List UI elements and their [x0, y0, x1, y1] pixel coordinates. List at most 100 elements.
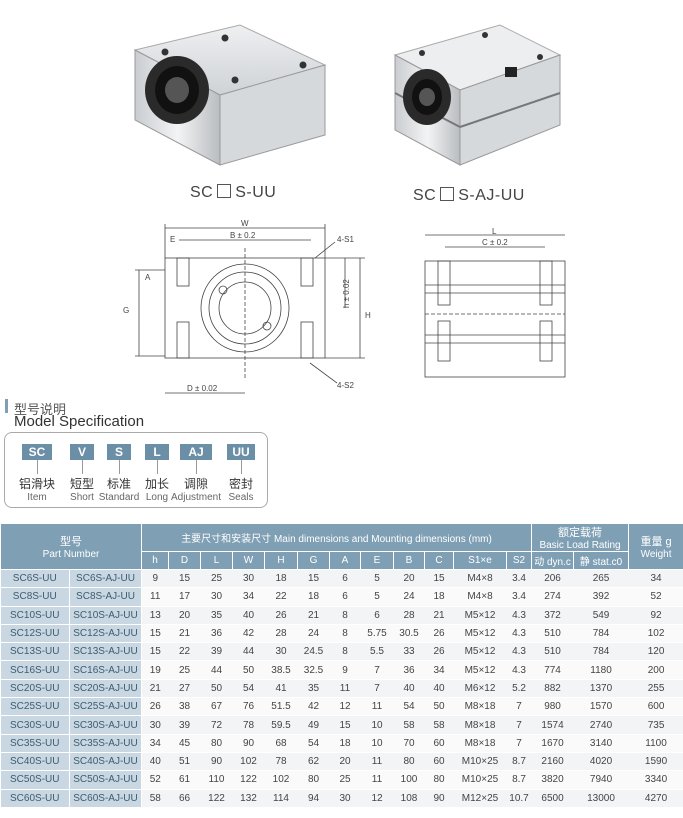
- table-cell: 28: [393, 606, 425, 625]
- spec-cn-short: 短型: [69, 477, 94, 491]
- table-cell: 132: [232, 789, 265, 808]
- table-cell: 50: [200, 679, 233, 699]
- table-cell: 68: [264, 734, 298, 753]
- col-c: C: [424, 551, 454, 570]
- table-cell: 9: [329, 660, 361, 680]
- table-cell: 45: [168, 734, 201, 753]
- spec-cn-standard: 标准: [106, 477, 131, 491]
- table-cell: 15: [141, 624, 169, 644]
- table-cell: 28: [264, 624, 298, 644]
- table-cell: 7: [506, 697, 532, 717]
- part-number-cell: SC10S-UU: [0, 606, 70, 625]
- part-number-cell: SC13S-AJ-UU: [69, 642, 142, 662]
- part-number-cell: SC30S-AJ-UU: [69, 715, 142, 735]
- table-cell: 7: [360, 679, 394, 699]
- table-cell: 2740: [573, 715, 629, 735]
- table-cell: 8.7: [506, 752, 532, 772]
- part-number-cell: SC6S-AJ-UU: [69, 569, 142, 589]
- table-cell: 110: [200, 770, 233, 790]
- table-cell: 62: [297, 752, 330, 772]
- spec-accent-bar: [5, 399, 8, 413]
- table-cell: 21: [424, 606, 454, 625]
- spec-cn-long: 加长: [144, 477, 169, 491]
- table-cell: 58: [141, 789, 169, 808]
- table-cell: M12×25: [453, 789, 507, 808]
- table-cell: M5×12: [453, 660, 507, 680]
- table-cell: 90: [200, 752, 233, 772]
- table-cell: 34: [141, 734, 169, 753]
- table-cell: 6: [329, 569, 361, 589]
- table-cell: 21: [168, 624, 201, 644]
- spec-tick: [119, 460, 120, 474]
- table-cell: 1180: [573, 660, 629, 680]
- spec-code-aj: AJ: [180, 444, 212, 460]
- spec-en-seals: Seals: [228, 492, 254, 503]
- part-number-cell: SC60S-AJ-UU: [69, 789, 142, 808]
- part-number-cell: SC8S-AJ-UU: [69, 587, 142, 607]
- table-cell: 50: [424, 697, 454, 717]
- table-cell: 80: [424, 770, 454, 790]
- table-cell: 26: [141, 697, 169, 717]
- table-cell: M5×12: [453, 606, 507, 625]
- table-cell: 11: [329, 679, 361, 699]
- table-cell: 8: [329, 642, 361, 662]
- weight-en: Weight: [640, 549, 672, 560]
- spec-cn-seals: 密封: [228, 477, 253, 491]
- table-cell: 18: [297, 587, 330, 607]
- table-cell: 1370: [573, 679, 629, 699]
- table-cell: 44: [232, 642, 265, 662]
- spec-code-v: V: [70, 444, 94, 460]
- load-rating-en: Basic Load Rating: [539, 540, 621, 551]
- table-cell: 1570: [573, 697, 629, 717]
- table-cell: 22: [168, 642, 201, 662]
- spec-tick: [82, 460, 83, 474]
- table-cell: 4020: [573, 752, 629, 772]
- caption-suffix: S-AJ-UU: [458, 187, 525, 204]
- side-view-drawing: L C ± 0.2: [424, 227, 566, 378]
- table-cell: 38.5: [264, 660, 298, 680]
- table-cell: 90: [424, 789, 454, 808]
- table-cell: 76: [232, 697, 265, 717]
- table-cell: M5×12: [453, 624, 507, 644]
- table-cell: 15: [297, 569, 330, 589]
- dim-h: H: [365, 311, 371, 320]
- part-number-cn: 型号: [60, 536, 82, 548]
- dimension-table: 型号 Part Number 主要尺寸和安装尺寸 Main dimensions…: [0, 523, 683, 808]
- load-rating-cn: 额定载荷: [558, 527, 603, 539]
- table-cell: 255: [628, 679, 683, 699]
- table-cell: 30: [264, 642, 298, 662]
- table-cell: 21: [141, 679, 169, 699]
- dim-s1: 4-S1: [337, 235, 354, 244]
- table-cell: 78: [232, 715, 265, 735]
- part-number-cell: SC16S-AJ-UU: [69, 660, 142, 680]
- table-cell: 784: [573, 624, 629, 644]
- part-number-cell: SC40S-UU: [0, 752, 70, 772]
- table-cell: 9: [141, 569, 169, 589]
- caption-prefix: SC: [413, 187, 437, 204]
- col-b: B: [393, 551, 425, 570]
- table-cell: 58: [393, 715, 425, 735]
- caption-suffix: S-UU: [235, 184, 277, 201]
- table-cell: 510: [531, 624, 574, 644]
- table-cell: 36: [200, 624, 233, 644]
- table-cell: 735: [628, 715, 683, 735]
- spec-frame: [4, 432, 268, 508]
- table-cell: 44: [200, 660, 233, 680]
- size-placeholder-box: [217, 184, 232, 198]
- col-e: E: [360, 551, 394, 570]
- spec-cn-adjustment: 调隙: [183, 477, 208, 491]
- table-cell: 10: [360, 734, 394, 753]
- part-number-cell: SC20S-AJ-UU: [69, 679, 142, 699]
- table-cell: 35: [297, 679, 330, 699]
- table-cell: 5.5: [360, 642, 394, 662]
- caption-prefix: SC: [190, 184, 214, 201]
- table-cell: 20: [329, 752, 361, 772]
- table-cell: 510: [531, 642, 574, 662]
- table-cell: M10×25: [453, 752, 507, 772]
- table-cell: 52: [628, 587, 683, 607]
